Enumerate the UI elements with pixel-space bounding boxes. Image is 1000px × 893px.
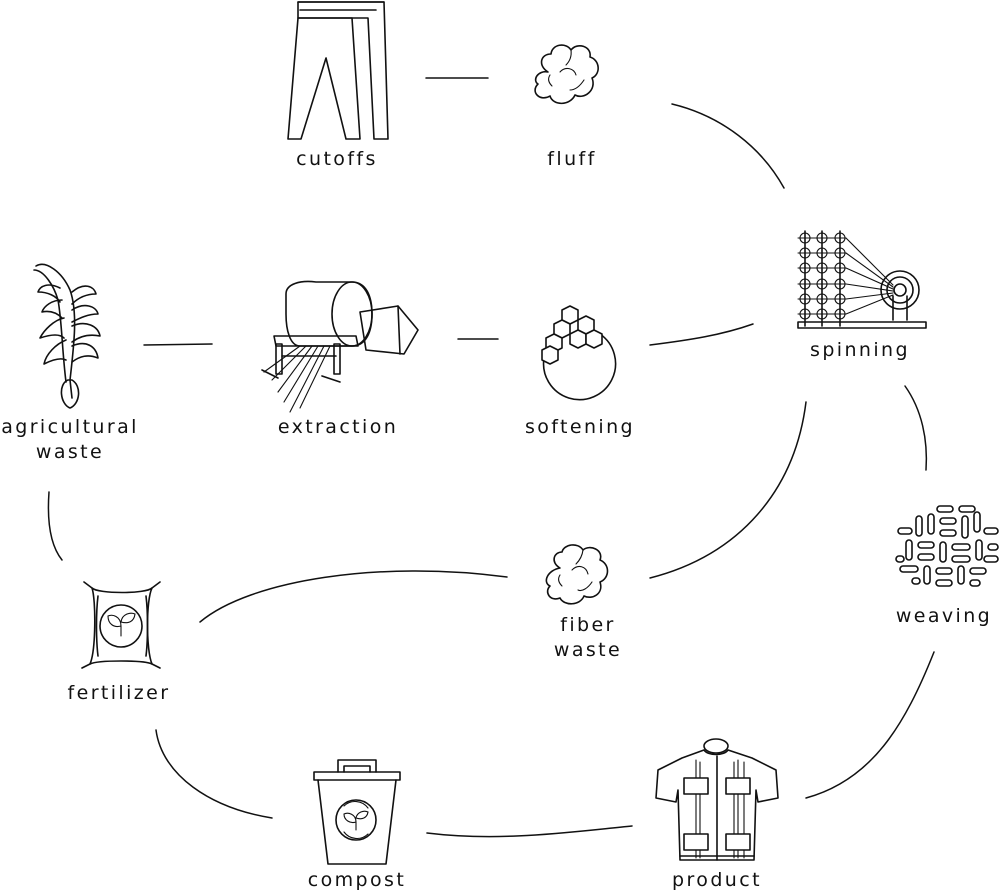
agricultural-waste-label-line1: agricultural bbox=[1, 416, 139, 438]
shirt-icon bbox=[655, 738, 779, 861]
fiber-waste-label-line2: waste bbox=[553, 639, 623, 661]
woven-fabric-icon bbox=[895, 505, 999, 587]
cutoffs-label: cutoffs bbox=[296, 148, 378, 170]
cotton-fiber-icon bbox=[545, 544, 609, 605]
agricultural-waste-label-line2: waste bbox=[35, 441, 105, 463]
hexagon-molecule-icon bbox=[541, 305, 617, 401]
spinning-label: spinning bbox=[810, 339, 910, 361]
fertilizer-bag-icon bbox=[81, 581, 161, 669]
edge-fertilizer-compost bbox=[155, 729, 273, 819]
extraction-label: extraction bbox=[277, 416, 399, 438]
edge-spinning-weaving bbox=[904, 385, 928, 471]
product-label: product bbox=[672, 869, 762, 891]
connectors bbox=[47, 77, 935, 838]
pants-icon bbox=[287, 1, 389, 140]
edge-weaving-product bbox=[805, 651, 935, 799]
cotton-fluff-icon bbox=[534, 44, 599, 105]
compost-bin-icon bbox=[313, 759, 401, 865]
weaving-label: weaving bbox=[895, 605, 993, 627]
edge-softening-spinning bbox=[649, 323, 754, 346]
spinning-machine-icon bbox=[797, 230, 927, 329]
edge-spinning-fiberwaste bbox=[649, 401, 807, 579]
edge-agricultural-extraction bbox=[143, 343, 213, 346]
fertilizer-label: fertilizer bbox=[67, 682, 171, 704]
compost-label: compost bbox=[307, 869, 407, 891]
extraction-machine-icon bbox=[261, 280, 419, 413]
banana-plant-icon bbox=[33, 263, 101, 409]
edge-fluff-spinning bbox=[671, 103, 785, 189]
fiber-waste-label-line1: fiber bbox=[560, 614, 616, 636]
edge-fiberwaste-fertilizer bbox=[199, 570, 508, 623]
edge-compost-product bbox=[426, 825, 633, 838]
softening-label: softening bbox=[524, 416, 636, 438]
fluff-label: fluff bbox=[547, 148, 597, 170]
edge-agricultural-fertilizer bbox=[47, 491, 63, 561]
